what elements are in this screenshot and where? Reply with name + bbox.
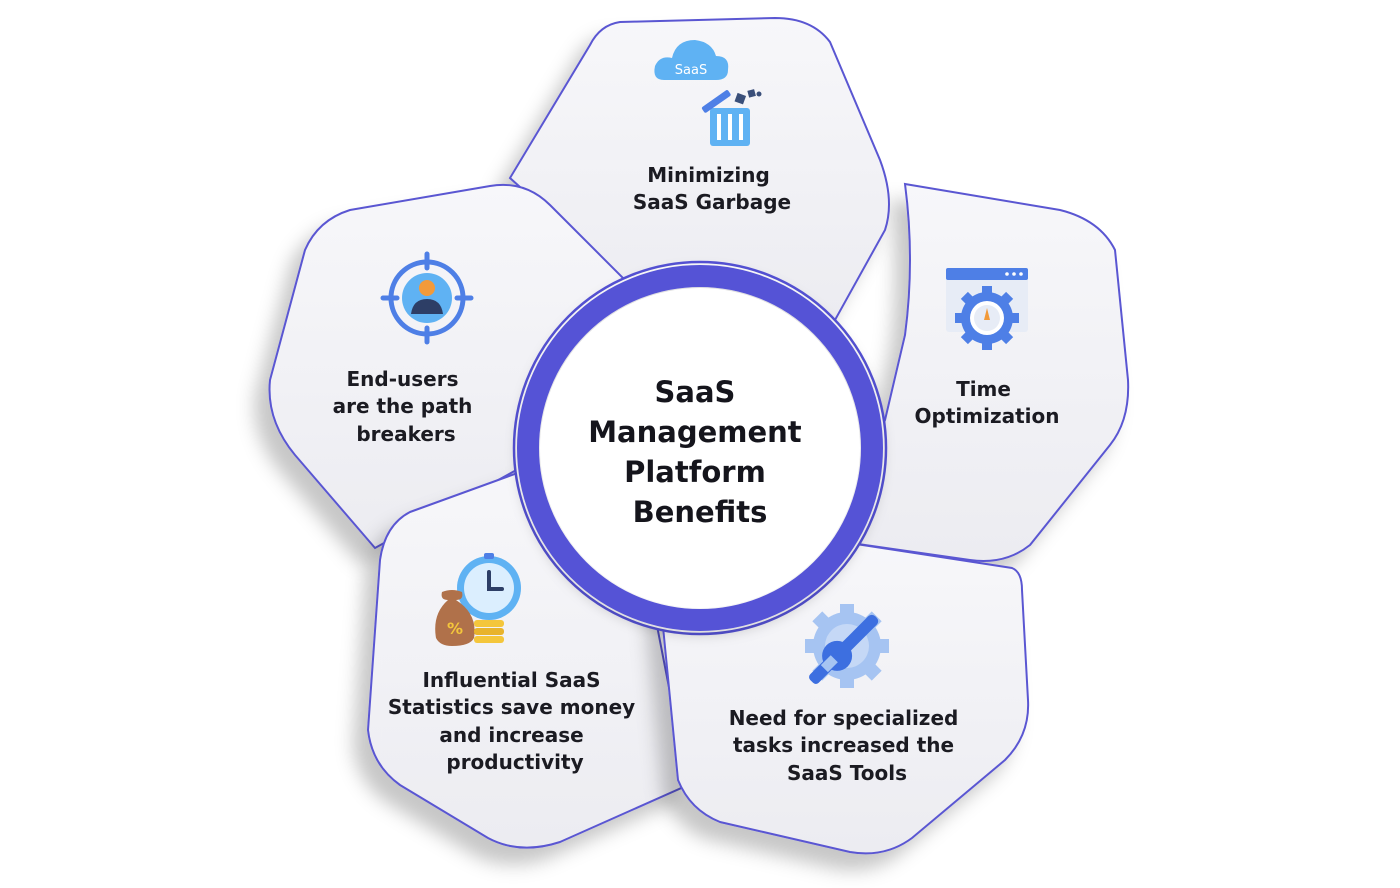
petal-bottom-left-label: Influential SaaS Statistics save money a… bbox=[388, 668, 642, 774]
center-title: SaaS Management Platform Benefits bbox=[588, 375, 812, 529]
saas-cloud-label: SaaS bbox=[675, 63, 707, 78]
center-title-line: Benefits bbox=[633, 495, 768, 529]
label-line: Time bbox=[956, 377, 1011, 401]
label-line: and increase bbox=[439, 723, 583, 747]
petal-right-label: Time Optimization bbox=[915, 377, 1060, 428]
label-line: breakers bbox=[356, 422, 455, 446]
center-title-line: SaaS bbox=[654, 375, 735, 409]
label-line: Optimization bbox=[915, 404, 1060, 428]
label-line: tasks increased the bbox=[733, 733, 954, 757]
petal-right bbox=[828, 182, 1130, 562]
center-title-line: Platform bbox=[624, 455, 766, 489]
label-line: Statistics save money bbox=[388, 695, 635, 719]
user-target-icon bbox=[380, 251, 474, 345]
center-title-line: Management bbox=[588, 415, 802, 449]
petal-left-label: End-users are the path breakers bbox=[333, 367, 480, 446]
label-line: Influential SaaS bbox=[422, 668, 600, 692]
label-line: SaaS Garbage bbox=[633, 190, 791, 214]
petal-top-label: Minimizing SaaS Garbage bbox=[633, 163, 791, 214]
label-line: productivity bbox=[446, 750, 583, 774]
wrench-gear-icon bbox=[805, 604, 889, 688]
saas-cloud-trash-icon: SaaS bbox=[654, 40, 762, 146]
label-line: Minimizing bbox=[647, 163, 770, 187]
center-hub: SaaS Management Platform Benefits bbox=[512, 260, 888, 636]
browser-gear-icon bbox=[946, 268, 1028, 350]
label-line: SaaS Tools bbox=[787, 761, 907, 785]
label-line: Need for specialized bbox=[729, 706, 959, 730]
label-line: End-users bbox=[347, 367, 459, 391]
petal-bottom-right-label: Need for specialized tasks increased the… bbox=[729, 706, 966, 785]
clock-money-icon: % bbox=[435, 553, 521, 646]
label-line: are the path bbox=[333, 394, 473, 418]
svg-text:%: % bbox=[447, 619, 463, 638]
